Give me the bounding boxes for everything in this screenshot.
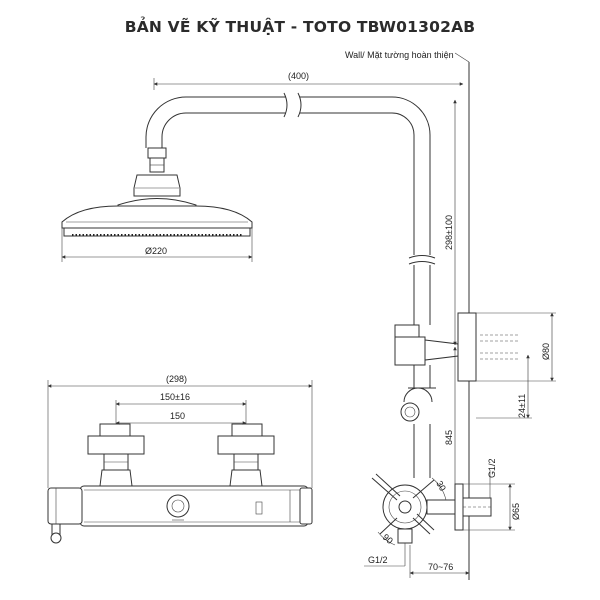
svg-text:845: 845 [444,430,454,445]
dim-height-845: 845 [444,346,457,509]
dim-head-diameter: Ø220 [61,246,253,259]
wall-label: Wall/ Mặt tường hoàn thiện [345,50,454,60]
svg-text:(400): (400) [288,71,309,81]
dim-inlet-thread: G1/2 [364,543,406,567]
dim-escutcheon-diameter: Ø65 [463,483,521,531]
svg-text:(298): (298) [166,374,187,384]
svg-text:150±16: 150±16 [160,392,190,402]
svg-text:Ø220: Ø220 [145,246,167,256]
dim-arm-length: (400) [153,71,464,90]
dim-mixer-width: (298) [47,374,313,488]
svg-text:G1/2: G1/2 [487,458,497,478]
svg-text:24±11: 24±11 [517,394,527,418]
dim-offset: 24±11 [476,354,532,419]
dim-centers: 150 [115,411,247,425]
mixer-side-view: 30 90 [371,473,492,546]
svg-text:298±100: 298±100 [444,215,454,250]
svg-text:70~76: 70~76 [428,562,453,572]
svg-text:G1/2: G1/2 [368,555,388,565]
riser-pipe [394,300,556,478]
svg-text:Ø65: Ø65 [511,503,521,520]
dim-riser-height: 298±100 [444,99,457,346]
svg-text:90: 90 [381,532,395,546]
dim-bracket-diameter: Ø80 [541,312,554,382]
svg-text:30: 30 [434,479,448,493]
dim-centers-adjustable: 150±16 [115,392,247,424]
mixer-front-view [47,423,313,544]
page-title: BẢN VẼ KỸ THUẬT - TOTO TBW01302AB [124,18,476,36]
svg-text:150: 150 [170,411,185,421]
dim-outlet-thread: G1/2 [487,458,497,498]
dim-depth: 70~76 [409,545,470,578]
shower-arm [145,92,436,300]
svg-text:Ø80: Ø80 [541,343,551,360]
shower-head [61,147,253,262]
